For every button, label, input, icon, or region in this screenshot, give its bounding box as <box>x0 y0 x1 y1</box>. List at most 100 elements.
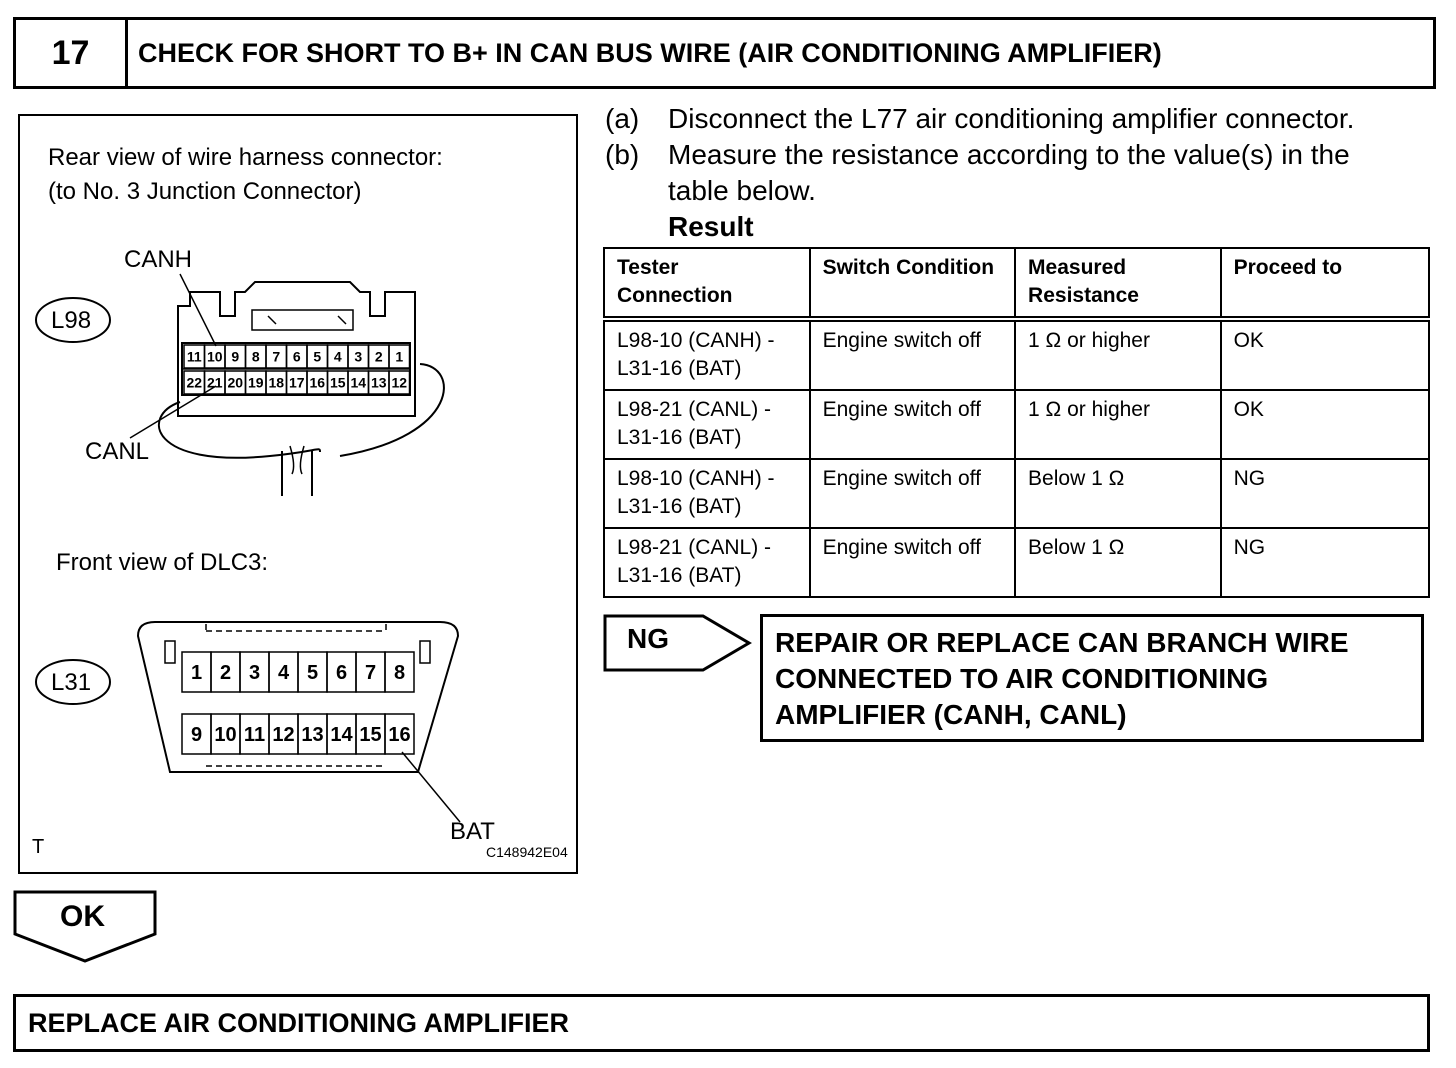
cell-proceed: OK <box>1219 389 1431 460</box>
l98-pin-number: 18 <box>268 375 284 391</box>
canl-leader <box>129 385 217 439</box>
dlc3-pin-number: 14 <box>330 724 353 746</box>
cell-condition: Engine switch off <box>808 527 1017 598</box>
dlc3-pin-number: 15 <box>359 724 381 746</box>
dlc3-pin-number: 1 <box>191 662 202 684</box>
l98-pin-cell <box>388 344 411 369</box>
cell-connection: L98-21 (CANL) -L31-16 (BAT) <box>603 389 811 460</box>
l98-pin-number: 16 <box>309 375 325 391</box>
dlc3-pin-number: 2 <box>220 662 231 684</box>
final-action-box: REPLACE AIR CONDITIONING AMPLIFIER <box>13 994 1430 1052</box>
instruction-b-text: Measure the resistance according to the … <box>668 139 1350 170</box>
corner-mark: T <box>32 836 45 858</box>
dlc3-housing <box>136 621 460 773</box>
dlc3-pin-number: 5 <box>307 662 318 684</box>
dlc3-pin-number: 9 <box>191 724 202 746</box>
dlc3-pin-number: 7 <box>365 662 376 684</box>
ng-action-line: REPAIR OR REPLACE CAN BRANCH WIRE <box>775 627 1349 658</box>
cell-condition: Engine switch off <box>808 389 1017 460</box>
instruction-a-marker: (a) <box>605 103 640 134</box>
canh-leader <box>179 273 217 347</box>
cell-proceed: OK <box>1219 318 1431 391</box>
l98-id-oval <box>35 297 111 343</box>
dlc3-pin-cell <box>384 713 415 755</box>
ng-arrow-icon <box>603 614 752 672</box>
dlc3-pin-number: 13 <box>301 724 323 746</box>
instruction-b-continuation: table below. <box>668 175 816 206</box>
l98-pin-number: 11 <box>187 349 202 365</box>
l98-pin-number: 20 <box>227 375 243 391</box>
result-heading: Result <box>668 211 754 242</box>
step-title: CHECK FOR SHORT TO B+ IN CAN BUS WIRE (A… <box>138 38 1162 68</box>
cell-connection: L98-21 (CANL) -L31-16 (BAT) <box>603 527 811 598</box>
table-row: L98-21 (CANL) -L31-16 (BAT) Engine switc… <box>603 389 1431 460</box>
l98-id: L98 <box>51 307 92 334</box>
dlc3-pin-cell <box>384 651 415 693</box>
l98-pin-number: 15 <box>330 375 346 391</box>
step-header: 17 CHECK FOR SHORT TO B+ IN CAN BUS WIRE… <box>13 17 1436 89</box>
harness-wires <box>281 451 313 496</box>
cell-connection: L98-10 (CANH) -L31-16 (BAT) <box>603 318 811 391</box>
dlc3-pin-number: 10 <box>214 724 236 746</box>
l98-pin-number: 13 <box>371 375 387 391</box>
step-number: 17 <box>16 20 128 86</box>
l98-pin-number: 7 <box>272 349 280 365</box>
dlc3-pin-number: 8 <box>394 662 405 684</box>
cell-condition: Engine switch off <box>808 318 1017 391</box>
dlc3-pin-number: 3 <box>249 662 260 684</box>
l98-pin-number: 2 <box>375 349 383 365</box>
connector-illustration: Rear view of wire harness connector: (to… <box>18 114 578 874</box>
l98-pin-number: 19 <box>248 375 264 391</box>
bat-leader <box>401 751 461 823</box>
dlc3-pin-number: 4 <box>278 662 290 684</box>
dlc3-pin-number: 12 <box>272 724 294 746</box>
l98-housing <box>177 281 416 417</box>
l31-id: L31 <box>51 669 92 696</box>
l31-id-oval <box>35 659 111 705</box>
ok-arrow-icon <box>13 890 157 963</box>
cell-resistance: Below 1 Ω <box>1014 527 1222 598</box>
l98-pin-number: 17 <box>289 375 305 391</box>
ng-action-line: AMPLIFIER (CANH, CANL) <box>775 699 1127 730</box>
cell-proceed: NG <box>1219 527 1431 598</box>
harness-caption-line1: Rear view of wire harness connector: <box>48 144 443 171</box>
cell-resistance: Below 1 Ω <box>1014 458 1222 529</box>
canl-label: CANL <box>85 438 150 465</box>
l98-pin-number: 1 <box>395 349 403 365</box>
l98-pin-number: 12 <box>391 375 407 391</box>
ng-action-line: CONNECTED TO AIR CONDITIONING <box>775 663 1269 694</box>
l98-pin-grid <box>181 342 411 396</box>
l98-pin-number: 5 <box>313 349 321 365</box>
table-row: L98-10 (CANH) -L31-16 (BAT) Engine switc… <box>603 318 1431 391</box>
header-switch-condition: Switch Condition <box>808 247 1017 322</box>
dlc3-pin-number: 11 <box>244 724 265 746</box>
l98-pin-number: 4 <box>334 349 342 365</box>
l98-latch <box>251 309 354 331</box>
l98-pin-number: 6 <box>293 349 301 365</box>
l98-pin-number: 8 <box>252 349 260 365</box>
canh-label: CANH <box>124 246 193 273</box>
l98-pin-number: 22 <box>186 375 202 391</box>
dlc3-bottom-pin-row: 9 10 11 12 13 14 15 16 <box>181 713 415 755</box>
dlc3-pin-number: 6 <box>336 662 347 684</box>
l98-pin-number: 9 <box>231 349 239 365</box>
cell-proceed: NG <box>1219 458 1431 529</box>
harness-caption-line2: (to No. 3 Junction Connector) <box>48 178 362 205</box>
ng-label: NG <box>627 623 669 654</box>
harness-twist <box>289 445 305 475</box>
dlc3-pin-number: 16 <box>388 724 410 746</box>
l98-pin-cell <box>388 370 411 395</box>
instruction-a-text: Disconnect the L77 air conditioning ampl… <box>668 103 1355 134</box>
cell-condition: Engine switch off <box>808 458 1017 529</box>
figure-code: C148942E04 <box>486 844 568 860</box>
table-row: L98-21 (CANL) -L31-16 (BAT) Engine switc… <box>603 527 1431 598</box>
harness-loop <box>157 363 445 459</box>
table-row: L98-10 (CANH) -L31-16 (BAT) Engine switc… <box>603 458 1431 529</box>
